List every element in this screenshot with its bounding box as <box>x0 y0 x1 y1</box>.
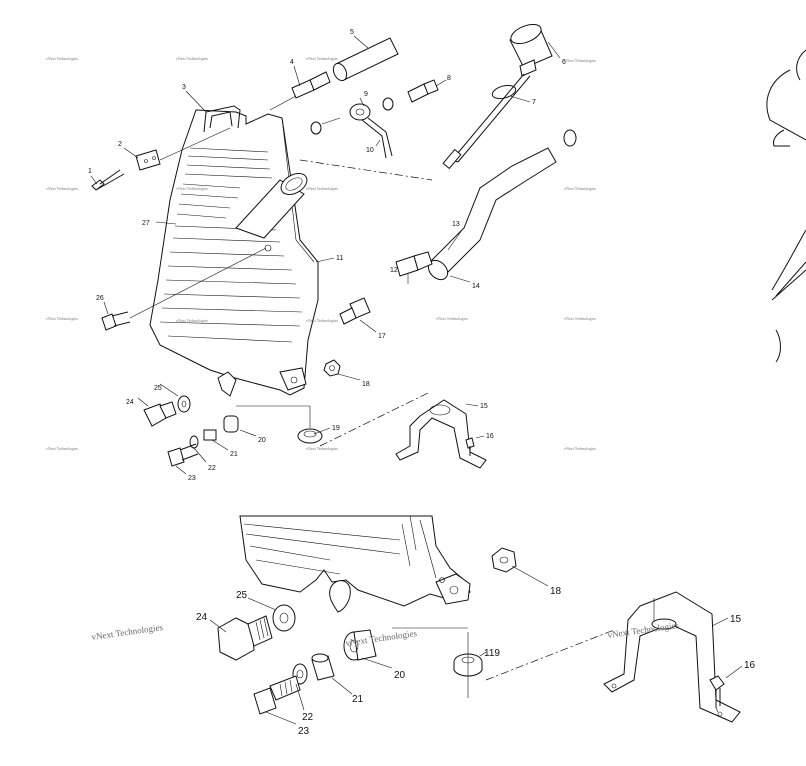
detail-tank-lower <box>239 515 471 613</box>
banjo-part-9-10 <box>310 97 394 159</box>
watermark-text: vNext Technologies <box>564 58 596 63</box>
callout-23: 23 <box>298 726 310 737</box>
detail-nut-part-18 <box>491 547 517 573</box>
watermark-text: vNext Technologies <box>345 628 418 648</box>
callout-10: 10 <box>366 147 374 154</box>
callout-7: 7 <box>532 99 536 106</box>
callout-1: 1 <box>88 168 92 175</box>
callouts-top: 1 2 3 4 5 6 7 8 9 10 11 12 13 14 15 16 1… <box>88 29 566 482</box>
oil-tank-body <box>149 105 319 397</box>
callout-6: 6 <box>562 59 566 66</box>
watermark-text: vNext Technologies <box>46 316 78 321</box>
detail-bracket-part-15 <box>603 591 741 723</box>
callout-16: 16 <box>486 433 494 440</box>
dipstick <box>442 73 531 170</box>
watermarks-top: vNext Technologies vNext Technologies vN… <box>46 56 596 451</box>
watermark-text: vNext Technologies <box>46 446 78 451</box>
fitting-part-8 <box>407 79 439 103</box>
bolt-part-26 <box>101 247 267 331</box>
callout-11: 11 <box>336 255 343 262</box>
callout-26: 26 <box>96 295 104 302</box>
watermark-text: vNext Technologies <box>436 316 468 321</box>
watermark-text: vNext Technologies <box>306 446 338 451</box>
detail-washer-part-25 <box>272 604 296 632</box>
callout-119: 119 <box>484 648 500 659</box>
detail-screw-part-16 <box>709 675 725 713</box>
right-edge-fragments <box>766 49 806 363</box>
watermarks-detail: vNext Technologies vNext Technologies vN… <box>91 620 680 648</box>
callout-20: 20 <box>258 437 266 444</box>
detail-bolt-part-24 <box>217 615 273 661</box>
fitting-part-17 <box>339 297 371 325</box>
dipstick-cap-part-6 <box>509 23 553 77</box>
callout-3: 3 <box>182 84 186 91</box>
callout-19: 19 <box>332 425 340 432</box>
callout-21: 21 <box>230 451 238 458</box>
callout-25: 25 <box>236 590 248 601</box>
bolt-part-23 <box>167 443 199 467</box>
callout-9: 9 <box>364 91 368 98</box>
bracket-part-2 <box>135 127 231 171</box>
watermark-text: vNext Technologies <box>176 318 208 323</box>
callout-22: 22 <box>302 712 314 723</box>
watermark-text: vNext Technologies <box>46 56 78 61</box>
watermark-text: vNext Technologies <box>91 622 164 642</box>
o-ring-part-7 <box>491 84 517 100</box>
watermark-text: vNext Technologies <box>176 56 208 61</box>
watermark-text: vNext Technologies <box>564 186 596 191</box>
callout-16: 16 <box>744 660 756 671</box>
leader-lines-detail <box>209 565 743 725</box>
sleeve-part-21 <box>203 429 217 441</box>
bolt-part-24 <box>143 401 177 427</box>
callout-27: 27 <box>142 220 150 227</box>
washer-part-25 <box>177 395 191 413</box>
watermark-text: vNext Technologies <box>564 316 596 321</box>
callout-5: 5 <box>350 29 354 36</box>
callout-20: 20 <box>394 670 406 681</box>
callout-15: 15 <box>730 614 742 625</box>
callout-21: 21 <box>352 694 364 705</box>
fitting-part-4 <box>269 71 331 111</box>
callout-24: 24 <box>196 612 208 623</box>
alignment-line-top <box>319 391 431 447</box>
filler-hose-part-13-14 <box>299 129 577 281</box>
callout-13: 13 <box>452 221 460 228</box>
detail-sleeve-part-21 <box>311 653 335 681</box>
callout-18: 18 <box>550 586 562 597</box>
watermark-text: vNext Technologies <box>564 446 596 451</box>
mount-bracket-part-15 <box>395 399 487 469</box>
callout-12: 12 <box>390 267 398 274</box>
hose-part-5 <box>332 37 399 82</box>
callout-23: 23 <box>188 475 196 482</box>
alignment-line-detail <box>485 629 615 681</box>
callout-18: 18 <box>362 381 370 388</box>
callout-22: 22 <box>208 465 216 472</box>
callout-14: 14 <box>472 283 480 290</box>
watermark-text: vNext Technologies <box>306 318 338 323</box>
callout-17: 17 <box>378 333 386 340</box>
callout-15: 15 <box>480 403 488 410</box>
leader-lines-top <box>90 35 561 475</box>
screw-part-16 <box>465 437 475 456</box>
watermark-text: vNext Technologies <box>46 186 78 191</box>
grommet-part-19 <box>236 405 323 444</box>
fitting-part-12 <box>395 251 433 277</box>
top-exploded-view: 1 2 3 4 5 6 7 8 9 10 11 12 13 14 15 16 1… <box>46 23 596 482</box>
grommet-part-20 <box>223 415 239 433</box>
detail-bolt-part-23 <box>253 675 301 715</box>
screw-part-1 <box>91 169 125 191</box>
callout-4: 4 <box>290 59 294 66</box>
bottom-detail-view: 18 25 24 20 21 22 23 119 15 16 vNext Tec… <box>91 515 756 737</box>
callout-2: 2 <box>118 141 122 148</box>
callout-25: 25 <box>154 385 162 392</box>
callout-24: 24 <box>126 399 134 406</box>
detail-grommet-part-20 <box>343 629 377 661</box>
watermark-text: vNext Technologies <box>176 186 208 191</box>
watermark-text: vNext Technologies <box>306 186 338 191</box>
watermark-text: vNext Technologies <box>306 56 338 61</box>
nut-part-18 <box>323 359 341 377</box>
callout-8: 8 <box>447 75 451 82</box>
callouts-detail: 18 25 24 20 21 22 23 119 15 16 <box>196 586 756 737</box>
